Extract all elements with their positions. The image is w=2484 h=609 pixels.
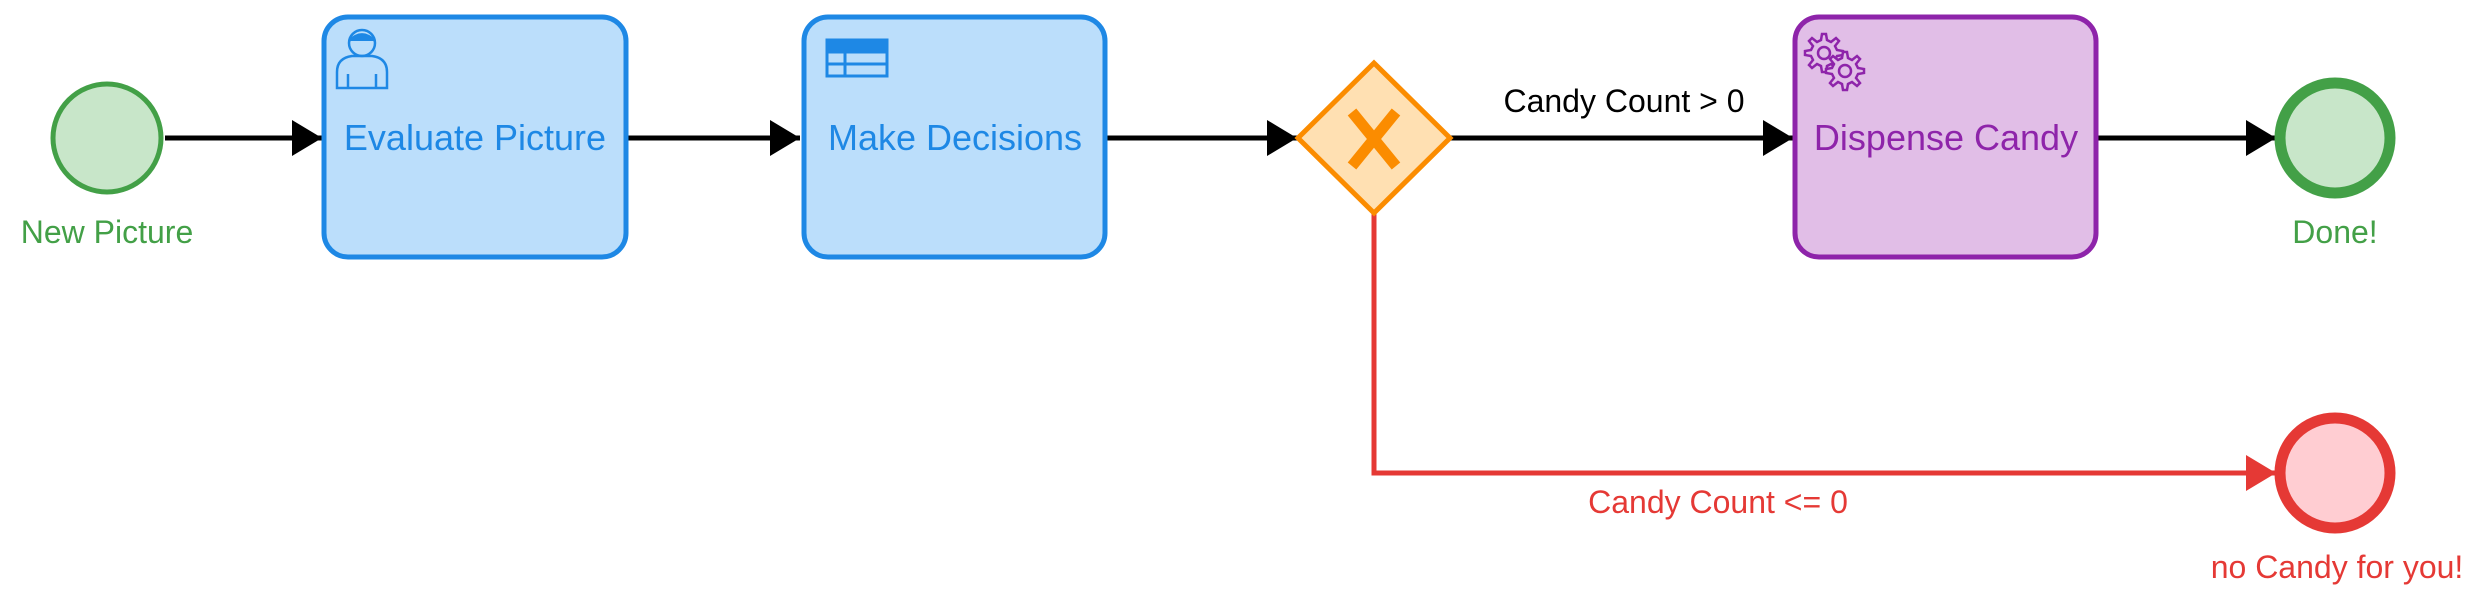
- task-evaluate-picture[interactable]: Evaluate Picture: [321, 14, 629, 260]
- end-event-no-candy[interactable]: [2274, 412, 2396, 534]
- end-event-no-candy-label: no Candy for you!: [2211, 549, 2464, 585]
- arrowhead-evaluate: [292, 120, 322, 156]
- task-make-decisions[interactable]: Make Decisions: [801, 14, 1108, 260]
- arrowhead-dispense: [1763, 120, 1793, 156]
- start-event-label: New Picture: [21, 214, 194, 250]
- user-icon: [335, 28, 389, 90]
- sequence-flows: [165, 120, 2276, 156]
- task-label-dispense: Dispense Candy: [1814, 117, 2078, 158]
- arrowhead-decisions: [770, 120, 800, 156]
- arrowhead-no-candy: [2246, 455, 2276, 491]
- task-label-evaluate: Evaluate Picture: [344, 117, 606, 158]
- end-event-done-label: Done!: [2292, 214, 2377, 250]
- arrowhead-done: [2246, 120, 2276, 156]
- exclusive-x-icon: [1347, 108, 1401, 170]
- start-event[interactable]: [50, 81, 164, 195]
- task-label-decisions: Make Decisions: [828, 117, 1082, 158]
- arrowhead-gateway: [1267, 120, 1297, 156]
- negative-flow[interactable]: [1371, 212, 2276, 491]
- flow-label-positive: Candy Count > 0: [1503, 83, 1744, 119]
- decision-table-icon: [825, 38, 889, 78]
- end-event-done[interactable]: [2274, 77, 2396, 199]
- flow-label-negative: Candy Count <= 0: [1588, 484, 1848, 520]
- exclusive-gateway[interactable]: [1294, 59, 1454, 217]
- task-dispense-candy[interactable]: Dispense Candy: [1792, 14, 2099, 260]
- gear-icon: [1803, 32, 1866, 92]
